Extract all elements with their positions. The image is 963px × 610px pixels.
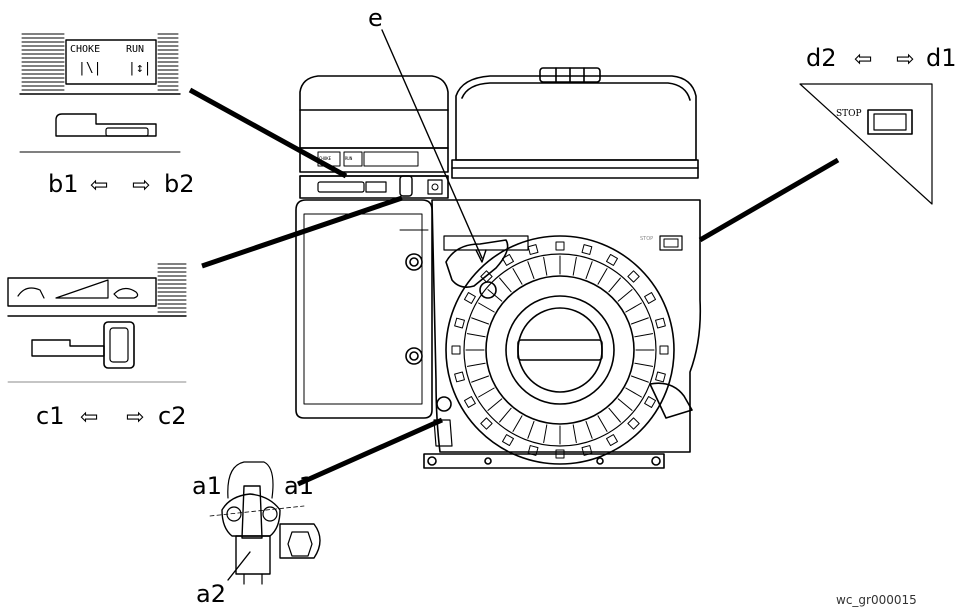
label-a2: a2 [196, 580, 226, 608]
label-b2: b2 [164, 170, 195, 198]
run-decal-text: RUN [126, 44, 144, 55]
engine-side-cover [295, 199, 433, 419]
blower-fins [451, 241, 669, 459]
arrow-right-b: ⇨ [132, 173, 150, 198]
throttle-inset-hatching [157, 263, 187, 313]
stop-switch-inset [799, 83, 933, 205]
label-c2: c2 [158, 402, 186, 430]
stop-switch [659, 235, 683, 251]
label-d1: d1 [926, 44, 957, 72]
recoil-starter [431, 199, 702, 465]
leader-lines [188, 87, 840, 487]
engine-run-text: RUN [345, 156, 353, 161]
engine-stop-text: STOP [640, 236, 653, 242]
choke-inset [19, 39, 181, 153]
arrow-left-b: ⇦ [90, 173, 108, 198]
stop-decal-text: STOP [836, 109, 862, 119]
label-d2: d2 [806, 44, 837, 72]
choke-inset-hatching [21, 33, 179, 91]
label-b1: b1 [48, 170, 79, 198]
throttle-inset [7, 277, 187, 383]
run-symbol: |↕| [128, 61, 151, 76]
choke-symbol: |\| [78, 61, 101, 76]
air-cleaner [299, 75, 449, 199]
label-a1-right: a1 [284, 472, 314, 500]
leader-thin [227, 29, 487, 581]
fuel-tank [451, 67, 699, 179]
arrow-left-c: ⇦ [80, 405, 98, 430]
choke-decal-text: CHOKE [70, 44, 100, 55]
label-c1: c1 [36, 402, 64, 430]
label-a1-left: a1 [192, 472, 222, 500]
arrow-left-d: ⇦ [854, 47, 872, 72]
figure-id: wc_gr000015 [836, 593, 917, 607]
arrow-right-d: ⇨ [896, 47, 914, 72]
arrow-right-c: ⇨ [126, 405, 144, 430]
engine-choke-text: CHOKE [319, 156, 332, 161]
label-e: e [368, 4, 383, 32]
engine-base [423, 396, 665, 469]
fuel-valve-inset [209, 461, 321, 585]
